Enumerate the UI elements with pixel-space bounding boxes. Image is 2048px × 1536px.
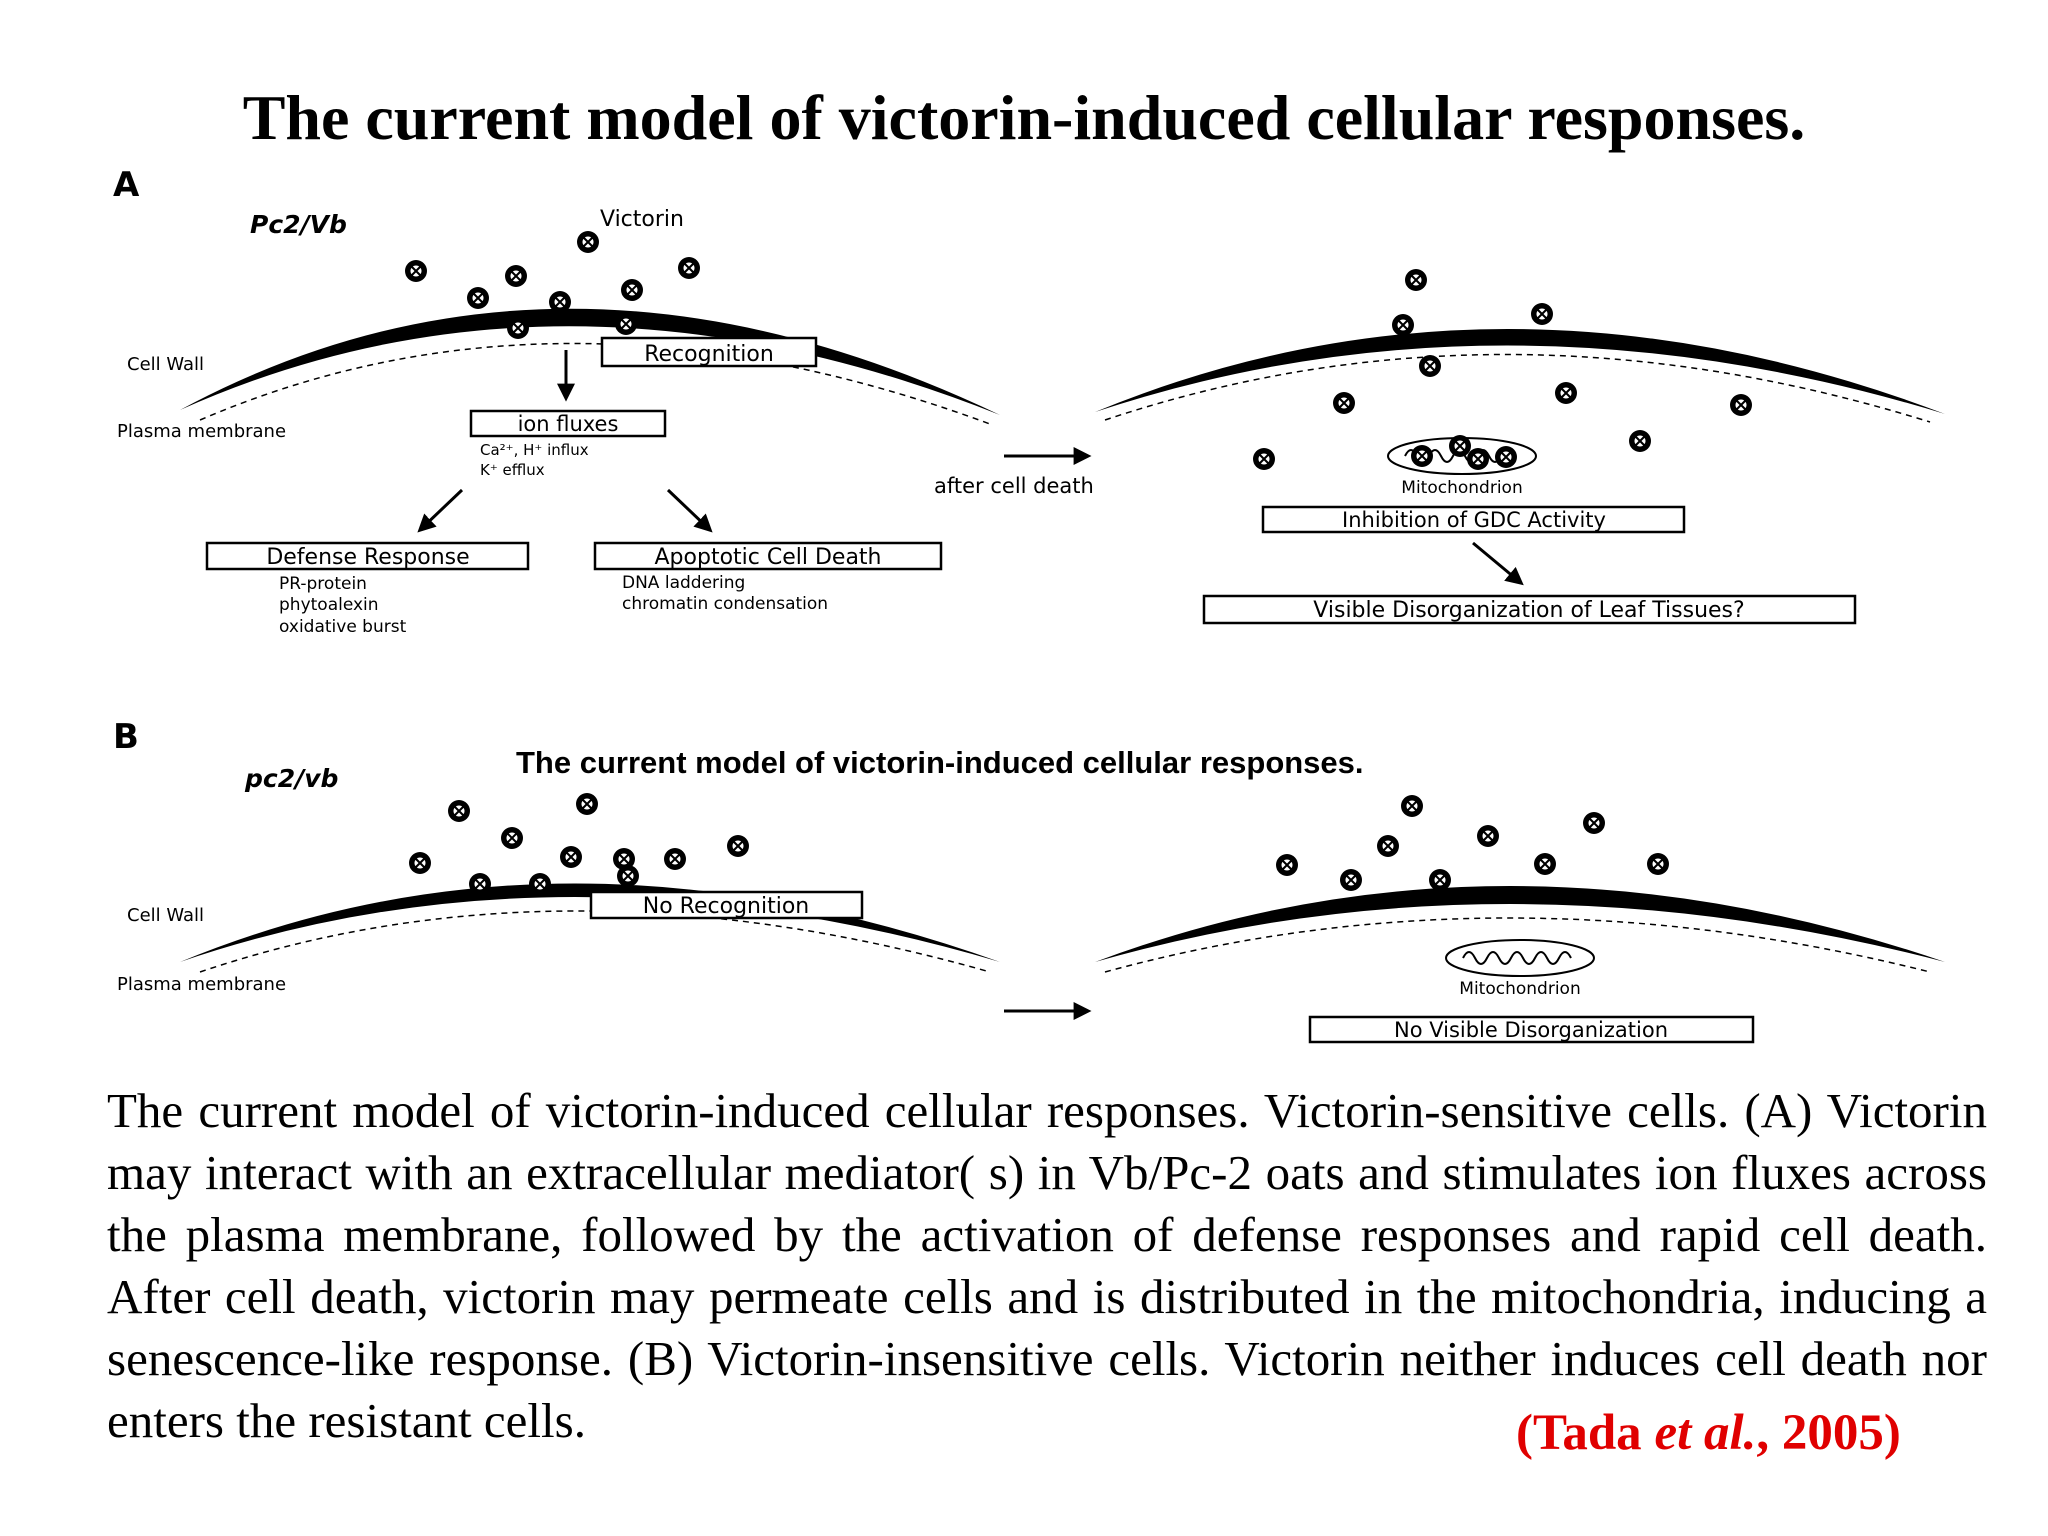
inhibition-label: Inhibition of GDC Activity [1342,508,1606,532]
ion-fluxes-label: ion fluxes [518,412,619,436]
visible-disorg-label: Visible Disorganization of Leaf Tissues? [1313,598,1744,623]
mitochondrion-a [1387,434,1537,475]
panel-a-genotype: Pc2/Vb [250,210,347,239]
cell-wall-label-a: Cell Wall [127,354,204,375]
plasma-membrane-a-right [1104,353,1931,423]
apoptotic-item-2: chromatin condensation [622,594,828,614]
slide-title: The current model of victorin-induced ce… [242,82,1806,153]
no-visible-box [1308,1015,1755,1044]
defense-item-1: PR-protein [279,574,367,594]
apoptotic-death-box [593,541,943,571]
plasma-membrane-label-b: Plasma membrane [117,974,286,995]
victorin-label: Victorin [600,207,684,232]
visible-disorg-box [1202,594,1857,625]
cell-wall-label-b: Cell Wall [127,905,204,926]
apoptotic-item-1: DNA laddering [622,573,745,593]
panel-b-genotype: pc2/vb [244,764,338,793]
mitochondrion-label-b: Mitochondrion [1459,979,1580,999]
after-cell-death-label: after cell death [934,474,1094,498]
plasma-membrane-a-left [199,342,991,425]
panel-b-letter: B [113,717,139,757]
cell-wall-arc-b-right [1095,886,1945,962]
ion-detail-1: Ca²⁺, H⁺ influx [480,441,589,459]
victorin-molecules-b-left [408,792,750,896]
figure-caption: The current model of victorin-induced ce… [107,1083,1987,1448]
defense-item-3: oxidative burst [279,617,407,637]
arrow-to-disorganization [1472,541,1524,586]
apoptotic-death-label: Apoptotic Cell Death [655,545,882,570]
citation-close: , 2005) [1756,1405,1901,1461]
defense-response-box [205,541,530,571]
citation-etal: et al. [1654,1405,1757,1461]
no-recognition-label: No Recognition [643,894,809,919]
inhibition-box [1261,505,1686,534]
citation-open: (Tada [1516,1405,1655,1461]
arrow-to-apoptosis [666,488,713,533]
plasma-membrane-b-left [199,910,991,973]
plasma-membrane-b-right [1104,917,1931,973]
victorin-molecules-b-right [1275,794,1670,892]
defense-response-label: Defense Response [266,545,469,570]
panel-b-inner-title: The current model of victorin-induced ce… [516,745,1364,780]
recognition-label: Recognition [644,342,774,367]
panel-a-letter: A [113,165,140,205]
victorin-molecules-a-right [1252,268,1753,471]
mitochondrion-b [1445,939,1595,977]
mitochondrion-label-a: Mitochondrion [1401,478,1522,498]
defense-item-2: phytoalexin [279,595,379,615]
arrow-to-defense [417,488,464,533]
cell-wall-arc-a-left [180,308,1000,415]
citation: (Tada et al., 2005) [1516,1404,1901,1462]
plasma-membrane-label-a: Plasma membrane [117,421,286,442]
ion-fluxes-box [469,409,667,438]
cell-wall-arc-a-right [1095,328,1945,414]
cell-wall-arc-b-left [180,883,1000,962]
no-visible-label: No Visible Disorganization [1394,1018,1668,1042]
ion-detail-2: K⁺ efflux [480,461,545,479]
no-recognition-box [589,890,864,920]
recognition-box [600,336,818,368]
